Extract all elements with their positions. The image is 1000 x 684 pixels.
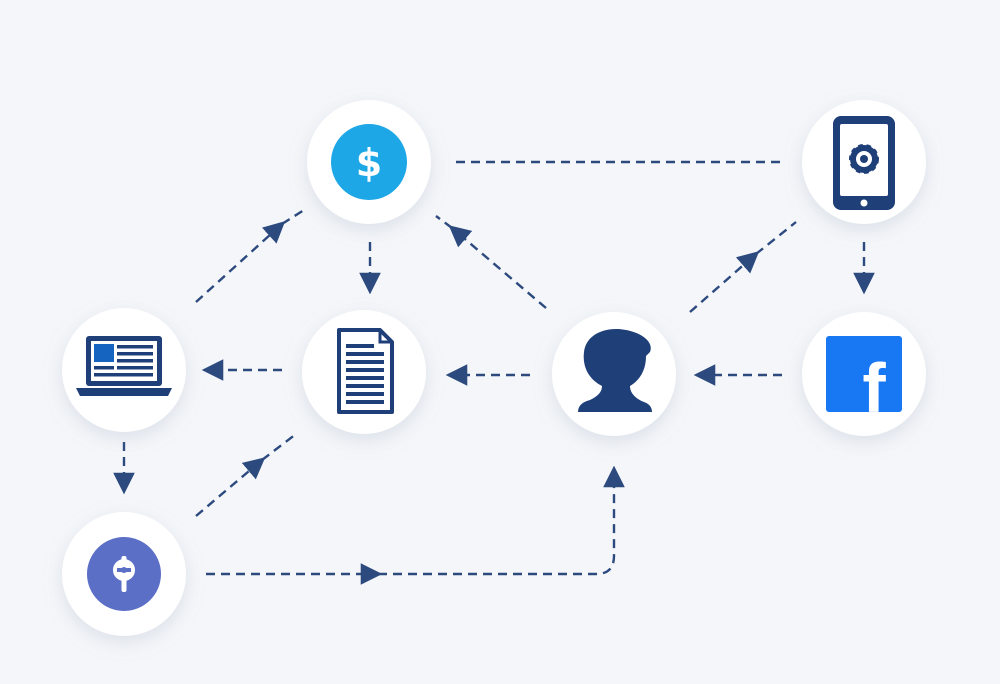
gear-icon	[849, 144, 879, 174]
dollar-sign: $	[356, 141, 382, 185]
connections	[113, 160, 875, 585]
node-discord[interactable]	[62, 512, 186, 636]
node-phone[interactable]	[802, 100, 926, 224]
document-icon	[337, 328, 394, 414]
connector-discord-to-document-tail	[261, 433, 297, 461]
node-document[interactable]	[302, 310, 426, 434]
connector-discord-to-user-tail	[378, 465, 625, 576]
connector-user-to-dollar	[448, 225, 547, 309]
node-user[interactable]	[552, 312, 676, 436]
connector-laptop-to-dollar-tail	[281, 208, 305, 226]
facebook-f: f	[862, 349, 886, 427]
connector-user-to-phone	[689, 251, 760, 313]
node-facebook[interactable]: f	[802, 312, 926, 436]
dollar-coin-icon: $	[331, 124, 407, 200]
user-head-icon	[578, 328, 652, 412]
connector-laptop-to-dollar	[195, 221, 286, 303]
laptop-icon	[76, 336, 172, 396]
connector-discord-to-document	[195, 457, 266, 517]
discord-icon	[87, 537, 161, 611]
facebook-icon: f	[826, 336, 902, 427]
node-dollar[interactable]: $	[307, 100, 431, 224]
phone-settings-icon	[833, 116, 895, 210]
connector-user-to-dollar-tail	[435, 215, 453, 229]
connector-user-to-phone-tail	[755, 221, 797, 255]
node-laptop[interactable]	[62, 308, 186, 432]
